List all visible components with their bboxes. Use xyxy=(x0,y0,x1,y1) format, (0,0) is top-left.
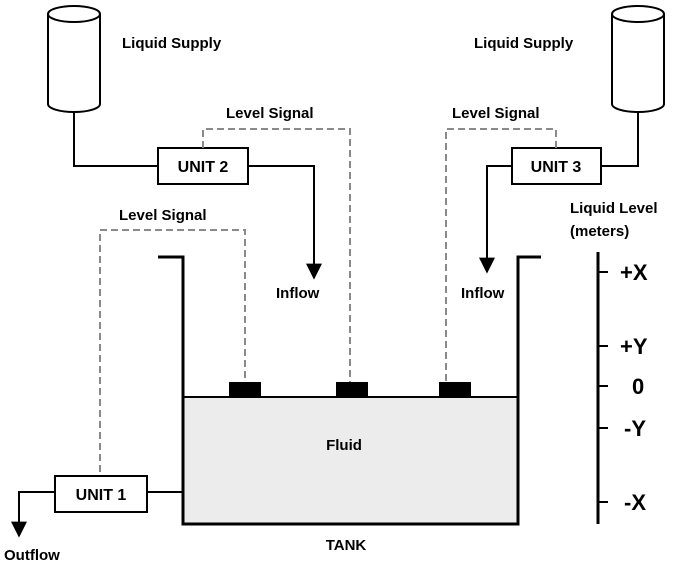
fluid-label: Fluid xyxy=(326,437,362,454)
level-sensor-middle xyxy=(336,382,368,396)
outflow-pipe xyxy=(11,491,55,538)
right-supply-label: Liquid Supply xyxy=(474,35,574,52)
left-supply-cylinder xyxy=(47,5,101,113)
inflow-right-label: Inflow xyxy=(461,285,505,302)
scale-label-plus-y: +Y xyxy=(620,334,648,359)
unit2-box xyxy=(157,147,249,185)
inflow-left-pipe xyxy=(248,165,322,280)
outflow-label: Outflow xyxy=(4,547,60,564)
unit3-box xyxy=(511,147,602,185)
unit1-label: UNIT 1 xyxy=(76,487,127,504)
scale-label-minus-y: -Y xyxy=(624,416,646,441)
left-supply-label: Liquid Supply xyxy=(122,35,222,52)
level-signal-unit2 xyxy=(202,128,351,382)
unit1-box xyxy=(54,475,148,513)
unit3-label: UNIT 3 xyxy=(531,159,582,176)
inflow-right-pipe xyxy=(479,165,512,274)
unit2-label: UNIT 2 xyxy=(178,159,229,176)
right-supply-cylinder xyxy=(611,5,665,113)
level-signal-unit1 xyxy=(99,229,246,472)
level-signal-unit2-label: Level Signal xyxy=(226,105,314,122)
scale-label-zero: 0 xyxy=(632,374,644,399)
right-supply-pipe xyxy=(601,112,639,167)
level-sensor-right xyxy=(439,382,471,396)
tank-label: TANK xyxy=(326,537,367,554)
inflow-left-label: Inflow xyxy=(276,285,320,302)
level-sensor-left xyxy=(229,382,261,396)
level-signal-unit3-label: Level Signal xyxy=(452,105,540,122)
scale-label-minus-x: -X xyxy=(624,490,646,515)
tank-walls xyxy=(158,255,541,526)
scale-label-plus-x: +X xyxy=(620,260,648,285)
fluid-area xyxy=(183,397,518,524)
level-signal-unit1-label: Level Signal xyxy=(119,207,207,224)
scale-title-line2: (meters) xyxy=(570,223,629,240)
level-signal-unit3 xyxy=(445,128,557,382)
left-supply-pipe xyxy=(73,112,158,167)
scale-title-line1: Liquid Level xyxy=(570,200,658,217)
